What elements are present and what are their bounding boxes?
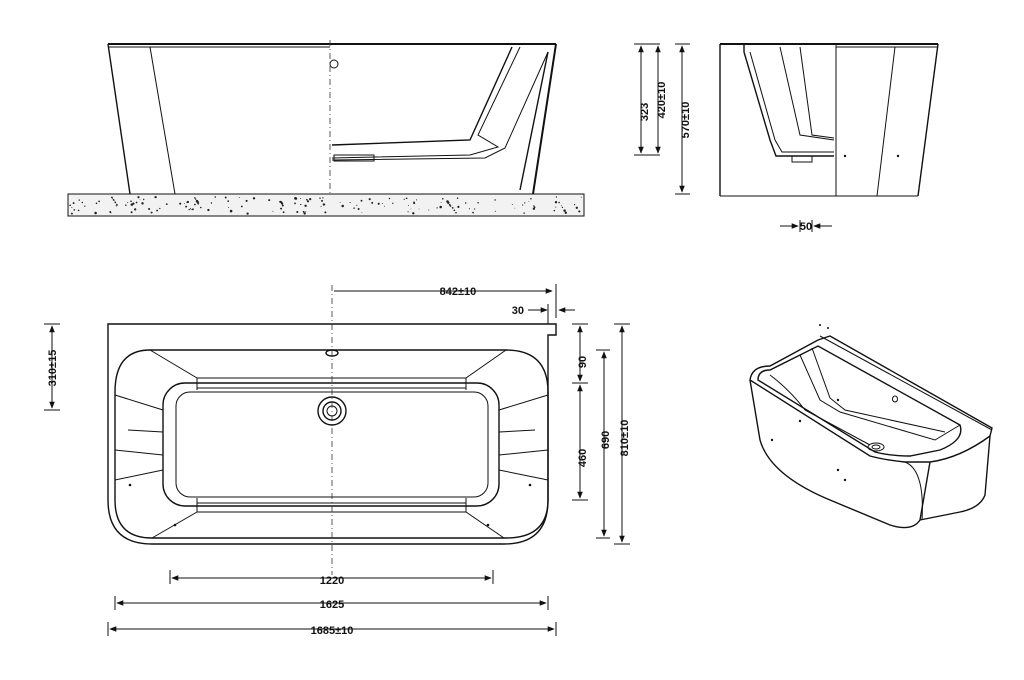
dim-690: 690: [600, 431, 612, 449]
front-section-view: [67, 40, 585, 217]
dim-drain-50: 50: [800, 221, 812, 233]
height-dimensions: 323 420±10 570±10: [634, 43, 692, 195]
dim-570: 570±10: [680, 102, 692, 139]
dim-1685: 1685±10: [311, 625, 354, 637]
dim-310: 310±15: [47, 350, 59, 387]
isometric-view: [749, 324, 993, 529]
dim-90: 90: [577, 356, 589, 368]
floor-texture: [69, 195, 582, 215]
dim-30: 30: [512, 305, 524, 317]
plan-view: [107, 285, 557, 575]
dim-810: 810±10: [619, 420, 631, 457]
dim-323: 323: [639, 103, 651, 121]
dim-842: 842±10: [440, 286, 477, 298]
dim-460: 460: [577, 449, 589, 467]
side-section-view: 50: [719, 43, 939, 233]
length-dimensions: 842±10 30 1220 1625 1685±10: [107, 284, 575, 637]
dim-1220: 1220: [320, 575, 344, 587]
dim-420: 420±10: [656, 82, 668, 119]
dim-1625: 1625: [320, 599, 344, 611]
width-dimensions: 310±15 90 460 690 810±10: [44, 323, 631, 545]
